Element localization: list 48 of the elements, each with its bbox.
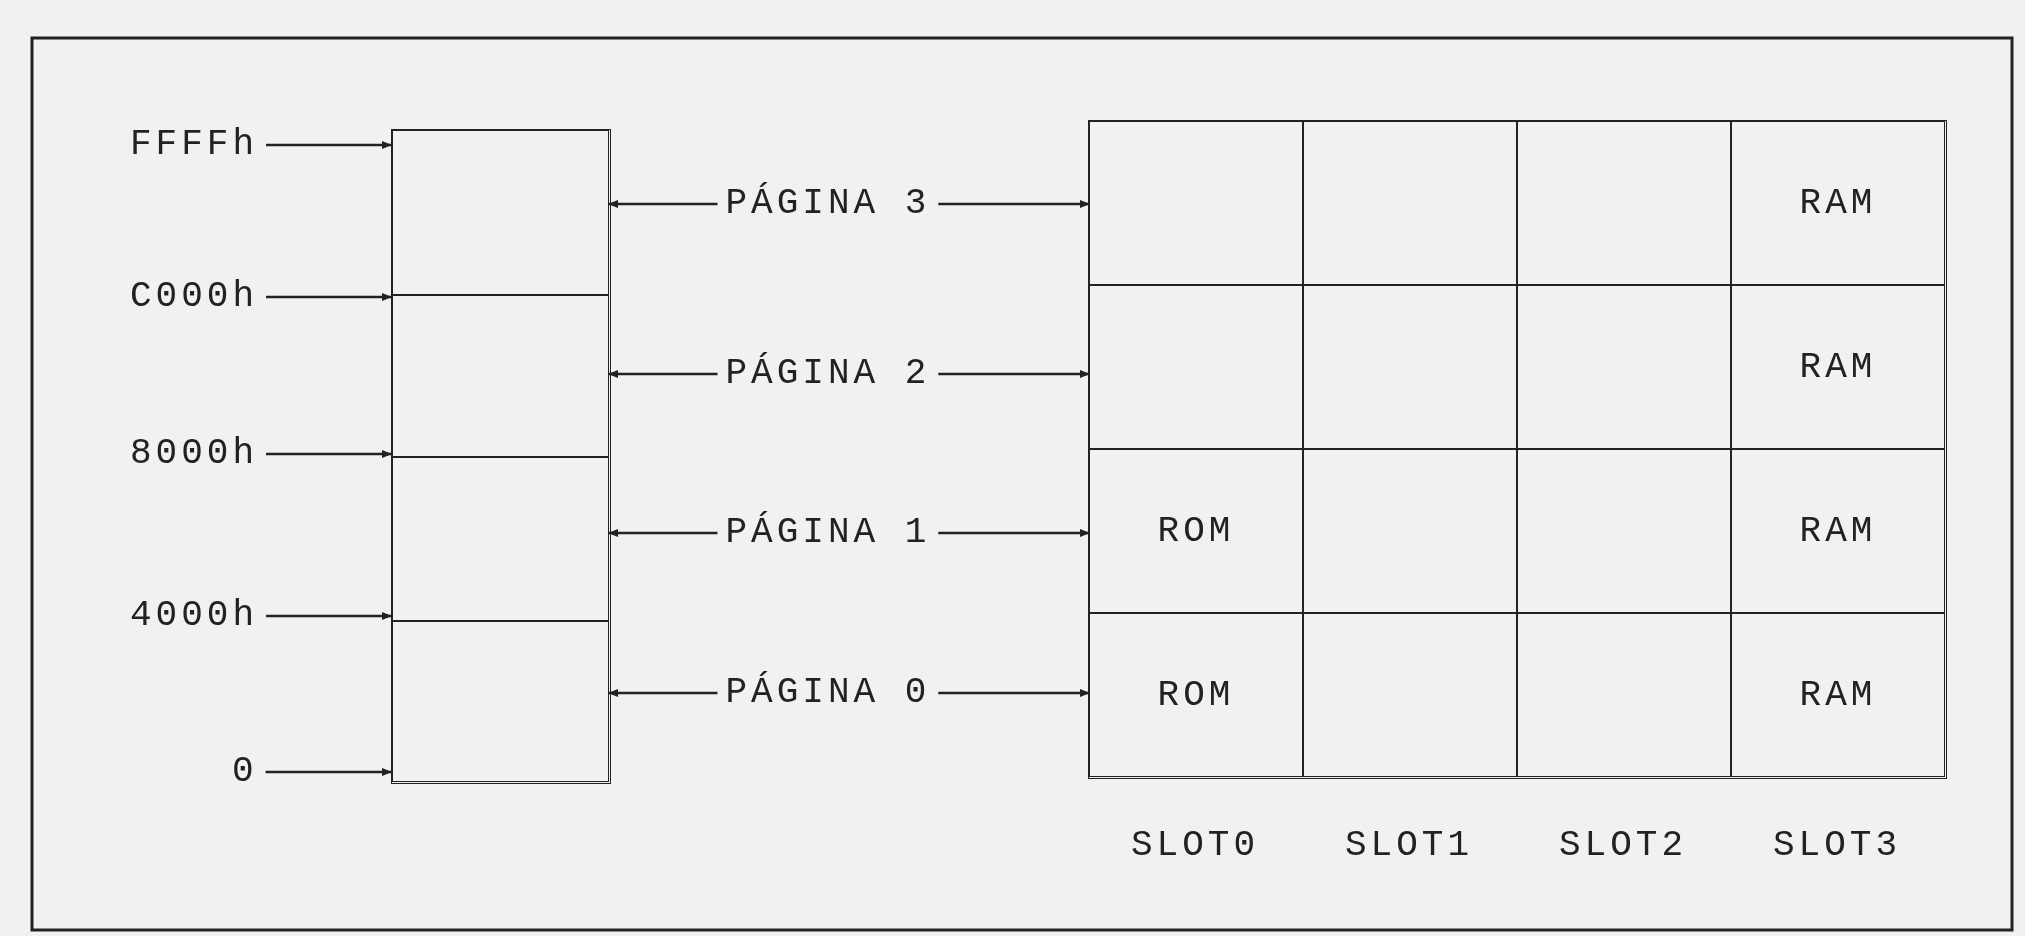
slot-grid — [1088, 120, 1947, 779]
arrow — [266, 293, 392, 301]
memory-cell: RAM — [1731, 121, 1945, 285]
arrow — [266, 141, 392, 149]
address-label: C000h — [130, 277, 259, 317]
address-label: 0 — [232, 752, 258, 792]
grid-cell — [1089, 285, 1303, 449]
slot-label: SLOT3 — [1773, 826, 1902, 866]
grid-cell — [1517, 121, 1731, 285]
arrow — [938, 689, 1090, 697]
arrow — [266, 450, 392, 458]
memory-cell: ROM — [1089, 613, 1303, 777]
grid-cell — [1303, 613, 1517, 777]
grid-cell — [1517, 613, 1731, 777]
grid-cell — [1517, 449, 1731, 613]
arrow — [266, 612, 392, 620]
grid-cell — [1303, 121, 1517, 285]
memory-cell: RAM — [1731, 285, 1945, 449]
arrow — [265, 768, 392, 776]
arrow — [608, 200, 718, 208]
page-label: PÁGINA 2 — [725, 354, 931, 394]
page-cell — [392, 621, 609, 782]
slot-label: SLOT2 — [1559, 826, 1688, 866]
slot-label: SLOT0 — [1131, 826, 1260, 866]
grid-cell — [1303, 449, 1517, 613]
page-cell — [392, 457, 609, 621]
memory-cell: RAM — [1731, 613, 1945, 777]
address-label: 4000h — [130, 596, 259, 636]
grid-cell — [1089, 121, 1303, 285]
page-cell — [392, 295, 609, 457]
address-label: FFFFh — [130, 125, 259, 165]
arrow — [938, 529, 1090, 537]
arrow — [938, 370, 1090, 378]
slot-label: SLOT1 — [1345, 826, 1474, 866]
grid-cell — [1517, 285, 1731, 449]
arrow — [938, 200, 1090, 208]
arrow — [608, 689, 718, 697]
page-cell — [392, 130, 609, 295]
page-label: PÁGINA 3 — [725, 184, 931, 224]
arrow — [608, 370, 718, 378]
grid-cell — [1303, 285, 1517, 449]
page-label: PÁGINA 0 — [725, 673, 931, 713]
memory-column — [391, 129, 611, 784]
address-label: 8000h — [130, 434, 259, 474]
memory-cell: RAM — [1731, 449, 1945, 613]
memory-cell: ROM — [1089, 449, 1303, 613]
page-label: PÁGINA 1 — [725, 513, 931, 553]
arrow — [608, 529, 718, 537]
